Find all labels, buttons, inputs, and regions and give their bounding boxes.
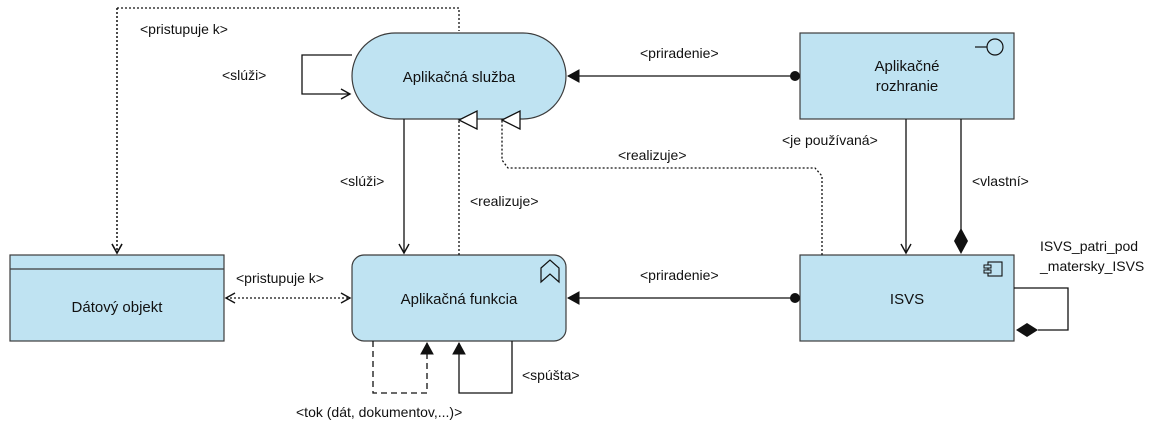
- component-icon: [983, 261, 1003, 277]
- edge-isvs-self-diamond: [1016, 323, 1038, 337]
- label-realizuje-vertical: <realizuje>: [470, 193, 539, 209]
- label-pristupuje-k-bottom: <pristupuje k>: [236, 270, 324, 286]
- node-datovy-objekt-label: Dátový objekt: [72, 299, 164, 316]
- interface-icon: [975, 38, 1004, 56]
- label-priradenie-bottom: <priradenie>: [640, 267, 719, 283]
- node-aplikacna-sluzba-label: Aplikačná služba: [403, 69, 516, 86]
- label-vlastni: <vlastní>: [972, 173, 1029, 189]
- edge-spusta[interactable]: [452, 341, 513, 394]
- node-aplikacna-funkcia[interactable]: Aplikačná funkcia: [351, 254, 567, 342]
- label-je-pouzivana: <je používaná>: [782, 132, 878, 148]
- label-realizuje-top: <realizuje>: [618, 147, 687, 163]
- node-aplikacna-funkcia-label: Aplikačná funkcia: [401, 291, 518, 308]
- label-pristupuje-k-top: <pristupuje k>: [140, 21, 228, 37]
- label-priradenie-top: <priradenie>: [640, 45, 719, 61]
- node-isvs[interactable]: ISVS: [799, 254, 1015, 342]
- label-sluzi-vertical: <slúži>: [340, 173, 384, 189]
- label-spusta: <spúšta>: [522, 367, 580, 383]
- edge-vlastni-diamond: [954, 228, 968, 254]
- label-tok: <tok (dát, dokumentov,...)>: [296, 404, 462, 420]
- node-aplikacne-rozhranie-line2: rozhranie: [876, 78, 939, 95]
- node-aplikacne-rozhranie[interactable]: Aplikačné rozhranie: [799, 32, 1015, 120]
- node-aplikacna-sluzba[interactable]: Aplikačná služba: [351, 32, 567, 120]
- node-isvs-label: ISVS: [890, 291, 924, 308]
- node-aplikacne-rozhranie-line1: Aplikačné: [874, 58, 939, 75]
- edge-sluzi-self[interactable]: [301, 54, 352, 100]
- edge-tok[interactable]: [372, 341, 434, 394]
- label-isvs-self-line2: _matersky_ISVS: [1039, 258, 1144, 274]
- label-sluzi-self: <slúži>: [222, 67, 266, 83]
- function-icon: [540, 259, 560, 284]
- edge-realizuje-top[interactable]: [500, 109, 823, 255]
- node-datovy-objekt[interactable]: Dátový objekt: [9, 254, 225, 342]
- edge-isvs-self[interactable]: [1014, 287, 1069, 331]
- label-isvs-self-line1: ISVS_patri_pod: [1040, 238, 1138, 254]
